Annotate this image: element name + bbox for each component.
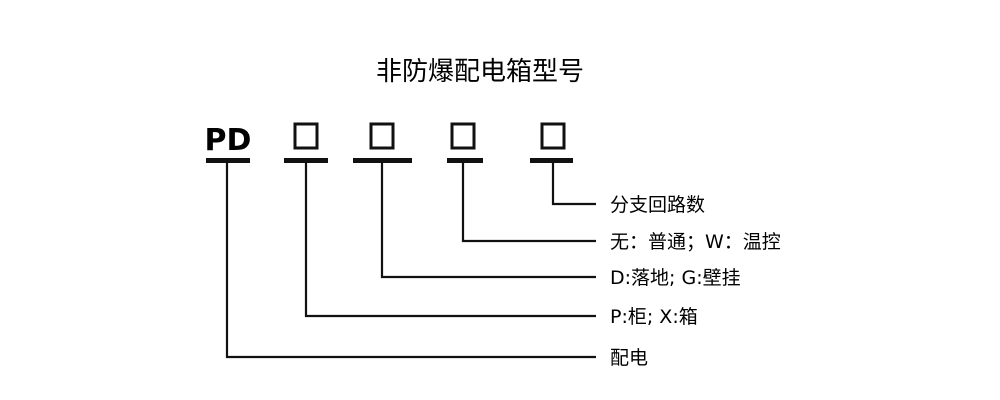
- placeholder-boxes: [293, 122, 566, 150]
- connector-temp-control: [461, 162, 596, 243]
- bar-2: [353, 158, 412, 163]
- bar-1: [284, 158, 328, 163]
- label-branch-count: 分支回路数: [610, 194, 705, 216]
- label-temp-control: 无：普通；W：温控: [610, 231, 781, 253]
- placeholder-box-1: [293, 122, 319, 150]
- code-prefix: PD: [205, 123, 252, 158]
- label-mounting: D:落地; G:壁挂: [610, 267, 741, 289]
- connector-branch-count: [551, 162, 596, 206]
- connector-mounting: [380, 162, 596, 279]
- connector-lines: [225, 162, 596, 359]
- label-prefix-meaning: 配电: [610, 347, 648, 369]
- placeholder-box-2: [369, 122, 395, 150]
- placeholder-box-3: [450, 122, 476, 150]
- bar-prefix: [206, 158, 250, 163]
- placeholder-box-4: [540, 122, 566, 150]
- diagram-title: 非防爆配电箱型号: [376, 57, 584, 87]
- underline-bars: [206, 158, 573, 163]
- connector-prefix: [225, 162, 596, 359]
- connector-type: [304, 162, 596, 318]
- label-type: P:柜; X:箱: [610, 306, 698, 328]
- bar-4: [530, 158, 573, 163]
- bar-3: [447, 158, 483, 163]
